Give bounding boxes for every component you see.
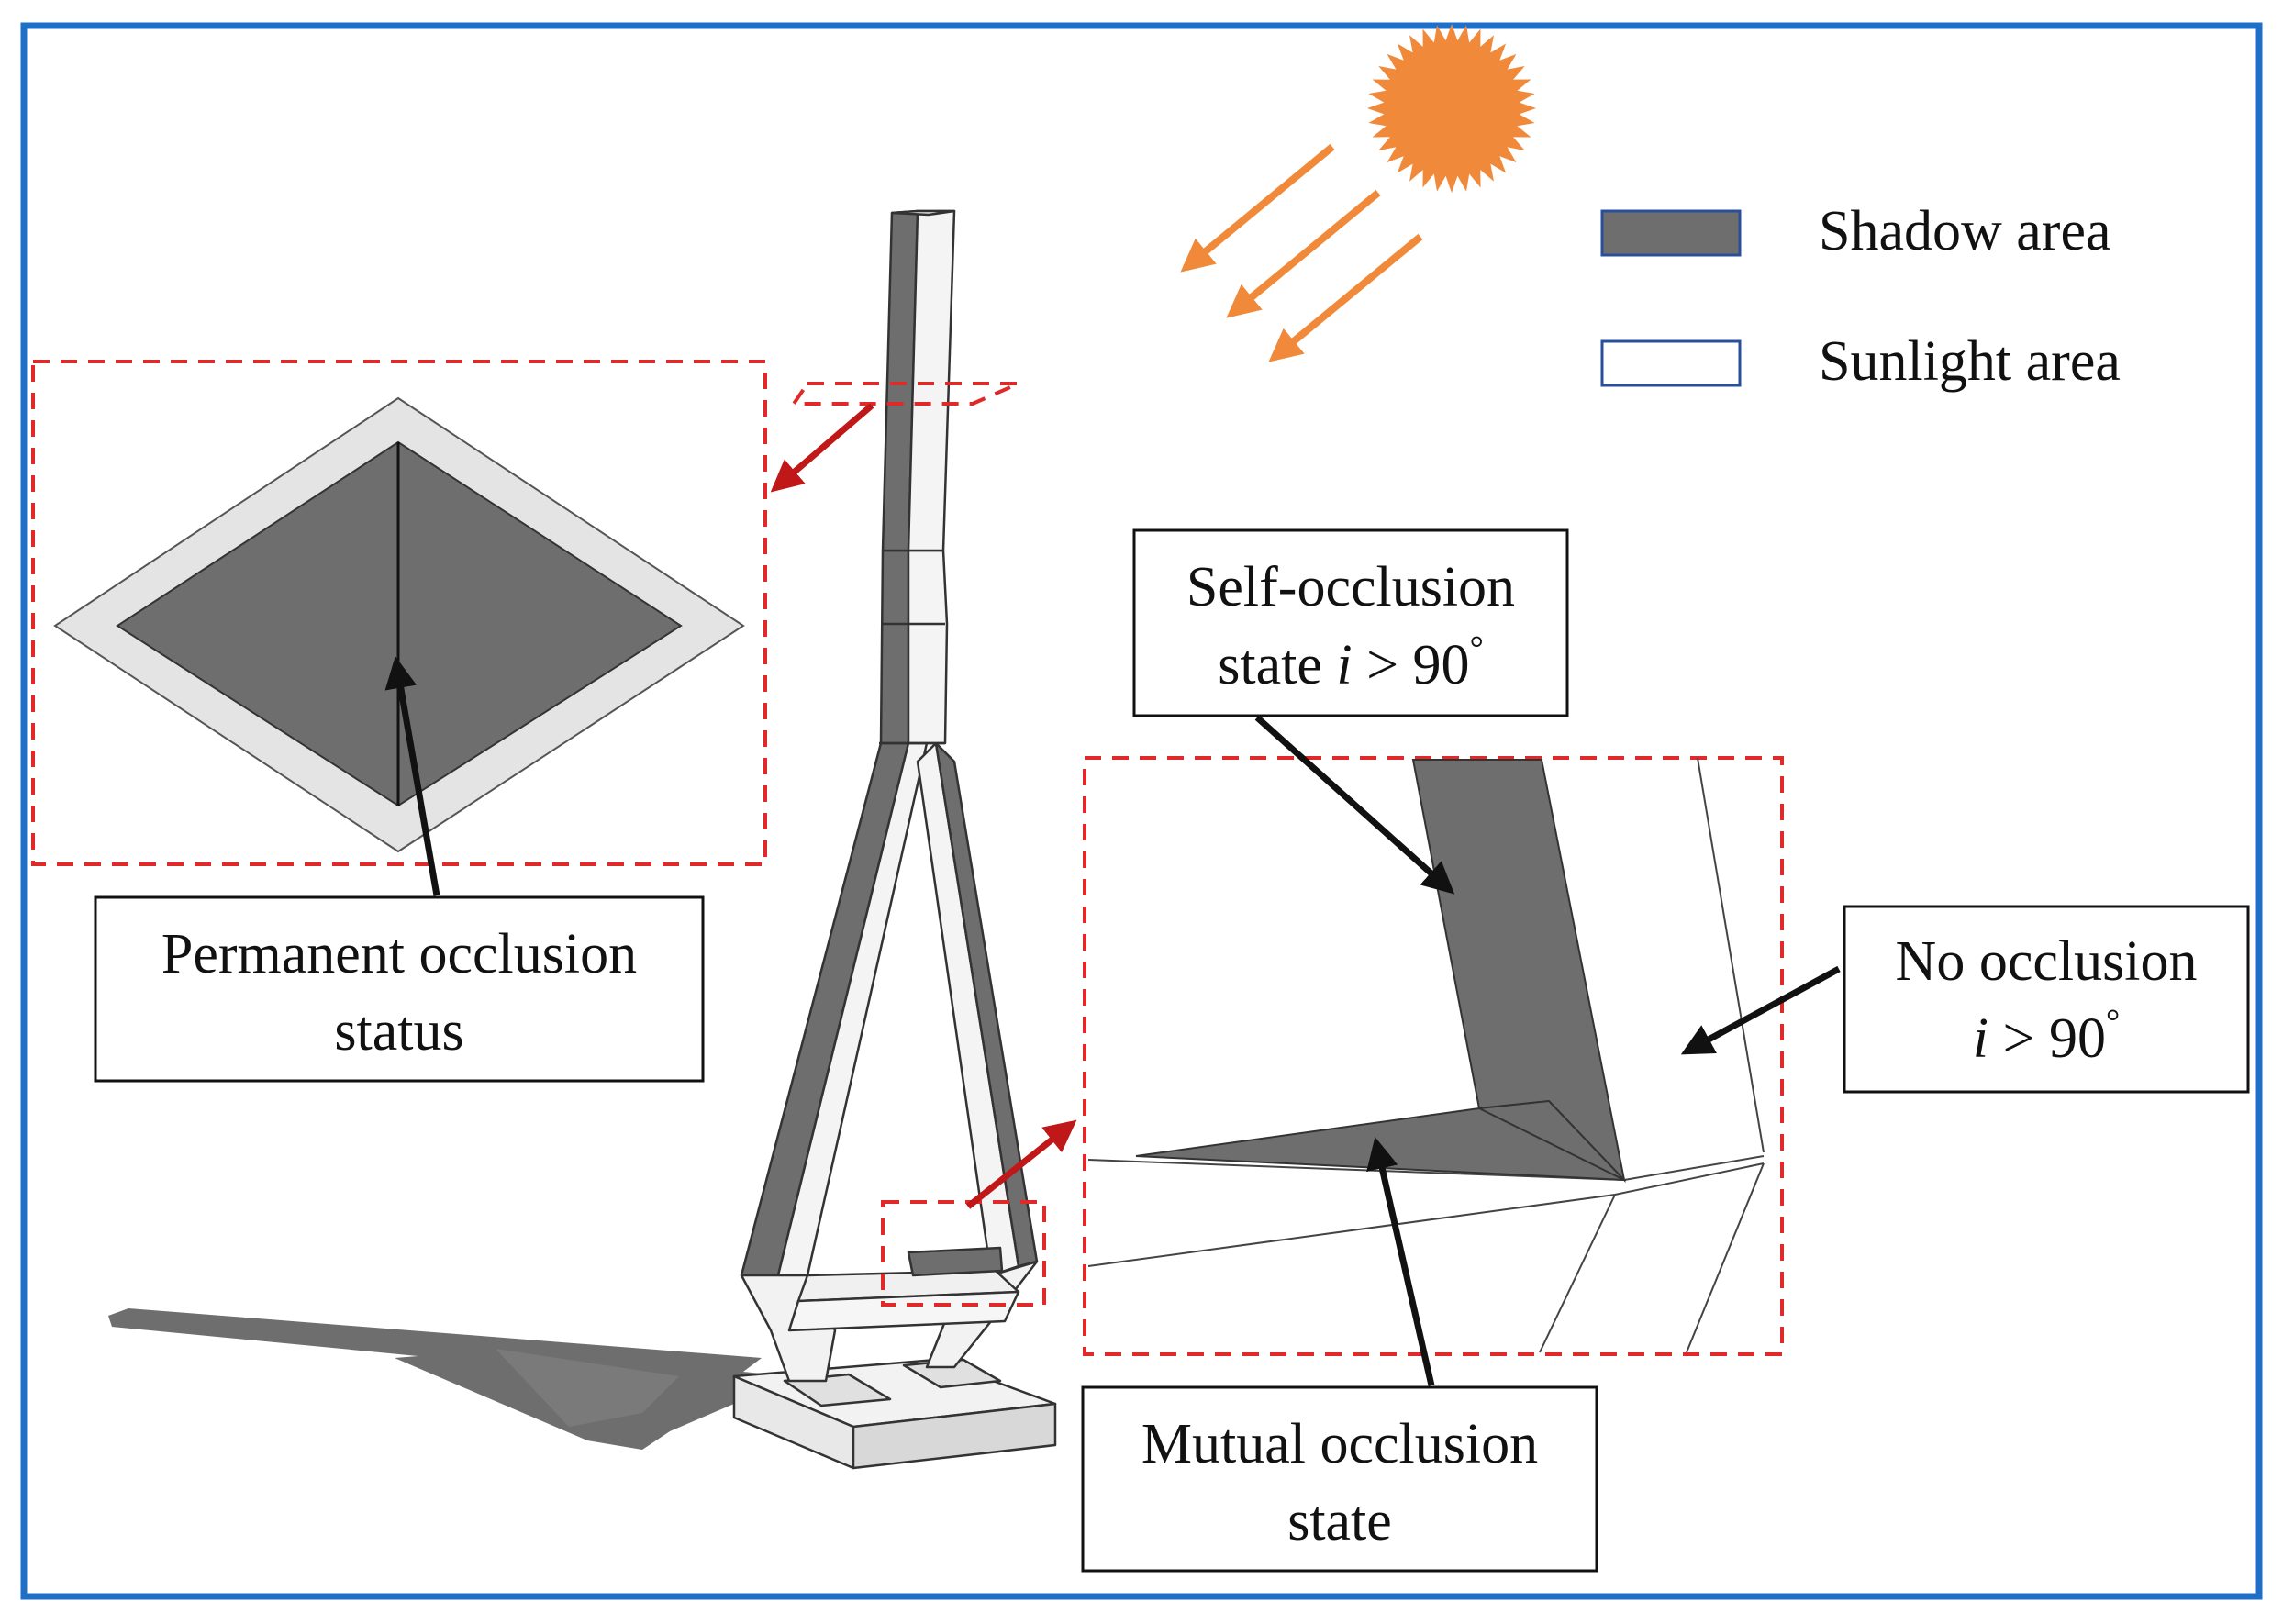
no-occlusion-label: No occlusion i > 90° — [1843, 905, 2250, 1094]
leg-right-light — [916, 741, 1020, 1277]
legend: Shadow area Sunlight area — [1600, 200, 2121, 393]
legend-sunlight-swatch — [1600, 339, 1742, 387]
permanent-occlusion-pointer — [384, 656, 440, 896]
cross-section-callout — [31, 360, 767, 866]
shaft-cap — [890, 209, 956, 217]
self-occlusion-line2: state i > 90° — [1218, 629, 1484, 696]
sun-ray-arrow-icon — [1180, 143, 1423, 362]
legend-shadow-label: Shadow area — [1819, 200, 2110, 262]
cross-section-diamond — [53, 396, 745, 853]
mutual-occlusion-line1: Mutual occlusion — [1142, 1413, 1538, 1475]
junction-detail-callout — [881, 1200, 1046, 1307]
mutual-occlusion-line2: state — [1287, 1490, 1392, 1552]
permanent-occlusion-line1: Permanent occlusion — [161, 923, 637, 985]
junction-to-detail-arrow — [965, 1119, 1077, 1209]
shaft-top-light — [907, 209, 956, 552]
self-occlusion-pointer — [1254, 715, 1455, 895]
no-occlusion-line2: i > 90° — [1973, 1003, 2120, 1070]
mutual-occlusion-pointer — [1366, 1137, 1435, 1386]
crossbeam-front — [787, 1290, 1020, 1332]
tower — [732, 209, 1057, 1470]
legend-shadow-swatch — [1600, 209, 1742, 257]
shadow-crease — [1478, 1107, 1625, 1181]
no-occlusion-line1: No occlusion — [1896, 930, 2198, 993]
occlusion-detail-geometry — [1087, 757, 1765, 1353]
mutual-occlusion-label: Mutual occlusion state — [1081, 1385, 1598, 1573]
section-plane-callout — [790, 382, 1019, 406]
shaft-mid-light — [907, 549, 949, 745]
tower-base-side — [852, 1402, 1057, 1470]
no-occlusion-pointer — [1680, 965, 1841, 1055]
permanent-occlusion-line2: status — [334, 1000, 463, 1062]
legend-sunlight-label: Sunlight area — [1819, 330, 2121, 393]
section-to-crosssection-arrow — [770, 403, 874, 493]
leg-left-light — [776, 741, 929, 1277]
crossbeam-shadow — [907, 1246, 1004, 1277]
self-occlusion-label: Self-occlusion state i > 90° — [1132, 528, 1569, 717]
permanent-occlusion-label: Permanent occlusion status — [94, 895, 705, 1083]
ground-shadow — [108, 1308, 789, 1450]
outer-frame — [20, 22, 2263, 1600]
sun-icon — [1367, 24, 1536, 193]
self-occlusion-line1: Self-occlusion — [1186, 556, 1515, 618]
shaft-mid-shadow — [879, 549, 910, 745]
occlusion-detail-callout — [1083, 756, 1784, 1356]
sun-shape — [1367, 24, 1536, 193]
